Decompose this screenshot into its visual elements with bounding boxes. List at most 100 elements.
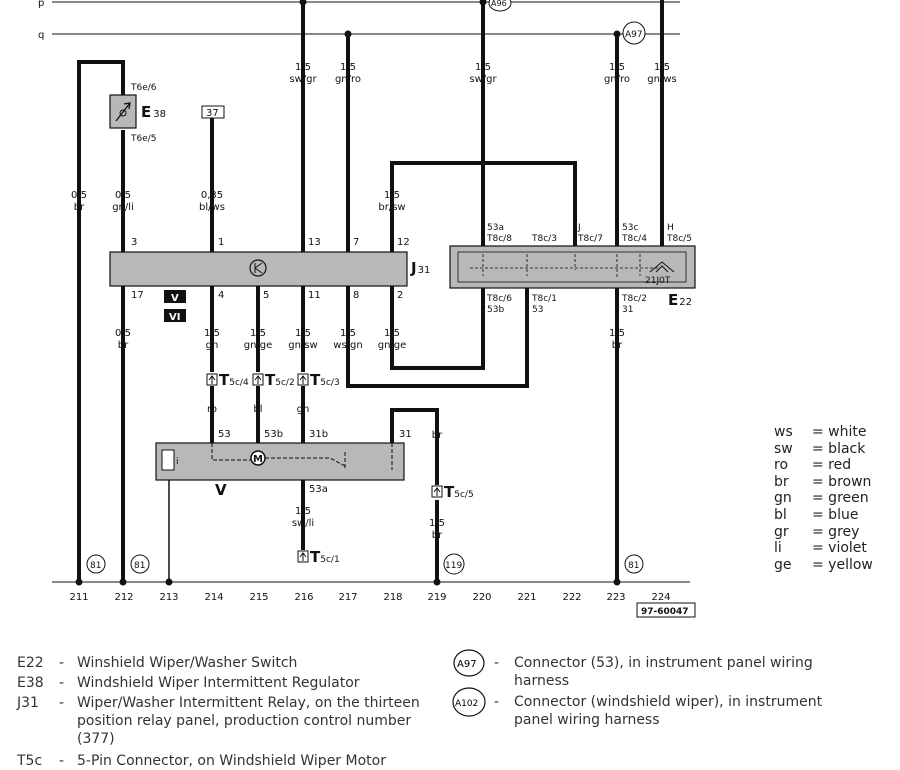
j31-pin-13: 13 [308, 237, 321, 248]
legend-row: gn= green [774, 490, 869, 507]
svg-text:1,5: 1,5 [475, 62, 491, 73]
e22-pin-53: 53 [532, 305, 543, 315]
lower-wire-labels: 0,5br 1,5gn 1,5gn/ge 1,5gn/sw 1,5ws/gn 1… [115, 328, 625, 541]
e22-pin-53c: 53c [622, 223, 638, 233]
j31-pin-5: 5 [263, 290, 269, 301]
j31-pin-3: 3 [131, 237, 137, 248]
legend-row: gr= grey [774, 523, 860, 540]
wiring-diagram: p q [38, 0, 696, 618]
svg-text:i: i [176, 457, 179, 467]
ground-ref-119: 119 [445, 561, 462, 571]
symbol-a97: A97 [457, 659, 477, 670]
ground-ref-81c: 81 [628, 561, 639, 571]
connector-wire-labels: ro bl gn br [207, 404, 443, 441]
ground-ref-81a: 81 [90, 561, 101, 571]
svg-text:gn: gn [206, 340, 219, 351]
svg-text:218: 218 [383, 592, 402, 603]
fuse-icon [161, 449, 175, 471]
legend-j31: J31 - Wiper/Washer Intermittent Relay, o… [17, 695, 420, 747]
regulator-icon [115, 102, 131, 122]
ground-ref-circles [86, 0, 646, 575]
svg-text:ws/gn: ws/gn [333, 340, 362, 351]
svg-text:M: M [253, 454, 263, 465]
svg-text:1,5: 1,5 [204, 328, 220, 339]
legend-row: ws= white [774, 424, 867, 440]
symbol-a102: A102 [455, 699, 478, 709]
e22-pin-t8c5: T8c/5 [666, 234, 692, 244]
conn-t5c1: T5c/1 [310, 548, 340, 566]
svg-text:1,5: 1,5 [429, 518, 445, 529]
j31-pin-8: 8 [353, 290, 359, 301]
svg-text:br: br [118, 340, 129, 351]
svg-text:1,5: 1,5 [295, 62, 311, 73]
motor-pin-31b: 31b [309, 429, 328, 440]
svg-text:br: br [432, 430, 443, 441]
motor-pin-31: 31 [399, 429, 412, 440]
tag-v-box [164, 290, 186, 303]
legend-e22: E22 - Winshield Wiper/Washer Switch [17, 655, 298, 671]
switch-contacts [470, 254, 660, 278]
legend-row: li= violet [774, 540, 867, 557]
svg-text:219: 219 [427, 592, 446, 603]
v-label: V [215, 481, 227, 499]
doc-number-box [636, 602, 696, 618]
e22-inner [457, 251, 687, 283]
e22-pin-t8c6: T8c/6 [486, 294, 512, 304]
tag-v: V [171, 293, 179, 304]
e38-pin-top: T6e/6 [130, 83, 157, 93]
track-numbers: 211 212 213 214 215 216 217 218 219 220 … [69, 592, 670, 603]
svg-text:gn/sw: gn/sw [288, 340, 317, 351]
e22-pin-53a: 53a [487, 223, 504, 233]
svg-text:1,5: 1,5 [609, 328, 625, 339]
rail-p-label: p [38, 0, 44, 9]
j31-pin-2: 2 [397, 290, 403, 301]
washer-icon [649, 261, 675, 273]
svg-text:0,5: 0,5 [71, 190, 87, 201]
e38-regulator [109, 94, 137, 129]
svg-text:1,5: 1,5 [295, 328, 311, 339]
ground-nodes [75, 0, 621, 586]
j31-pin-11: 11 [308, 290, 321, 301]
legend-row: ro= red [774, 457, 852, 474]
wire-br-31 [390, 408, 439, 485]
svg-text:gn/li: gn/li [112, 202, 134, 213]
svg-text:sw/li: sw/li [292, 518, 314, 529]
svg-text:213: 213 [159, 592, 178, 603]
svg-text:ro: ro [207, 404, 217, 415]
ref-37-box [201, 105, 225, 119]
svg-text:1,5: 1,5 [340, 62, 356, 73]
e22-pin-t8c2: T8c/2 [621, 294, 647, 304]
svg-text:1,5: 1,5 [384, 328, 400, 339]
svg-text:1,5: 1,5 [250, 328, 266, 339]
svg-text:br: br [74, 202, 85, 213]
v-wiper-motor [155, 442, 405, 481]
svg-text:gn/ws: gn/ws [647, 74, 676, 85]
svg-text:1,5: 1,5 [340, 328, 356, 339]
svg-text:gn: gn [297, 404, 310, 415]
e22-pin-31: 31 [622, 305, 633, 315]
e22-pin-h: H [667, 223, 674, 233]
svg-text:bl: bl [253, 404, 262, 415]
motor-pin-53: 53 [218, 429, 231, 440]
svg-text:224: 224 [651, 592, 670, 603]
svg-text:221: 221 [517, 592, 536, 603]
svg-text:215: 215 [249, 592, 268, 603]
legend-a97: - Connector (53), in instrument panel wi… [494, 655, 813, 689]
svg-text:0,35: 0,35 [201, 190, 223, 201]
svg-text:217: 217 [338, 592, 357, 603]
svg-text:216: 216 [294, 592, 313, 603]
svg-text:gn/ge: gn/ge [378, 340, 407, 351]
svg-text:gn/ro: gn/ro [335, 74, 361, 85]
legend-t5c: T5c - 5-Pin Connector, on Windshield Wip… [17, 753, 386, 769]
svg-text:1,5: 1,5 [384, 190, 400, 201]
svg-text:br: br [432, 530, 443, 541]
j31-pin-7: 7 [353, 237, 359, 248]
svg-text:1,5: 1,5 [295, 506, 311, 517]
j31-pin-12: 12 [397, 237, 410, 248]
conn-t5c3: T5c/3 [310, 371, 340, 389]
wire-ws-gn-8 [346, 286, 529, 388]
svg-text:gn/ro: gn/ro [604, 74, 630, 85]
motor-pin-53a: 53a [309, 484, 328, 495]
e22-switch [449, 245, 696, 289]
